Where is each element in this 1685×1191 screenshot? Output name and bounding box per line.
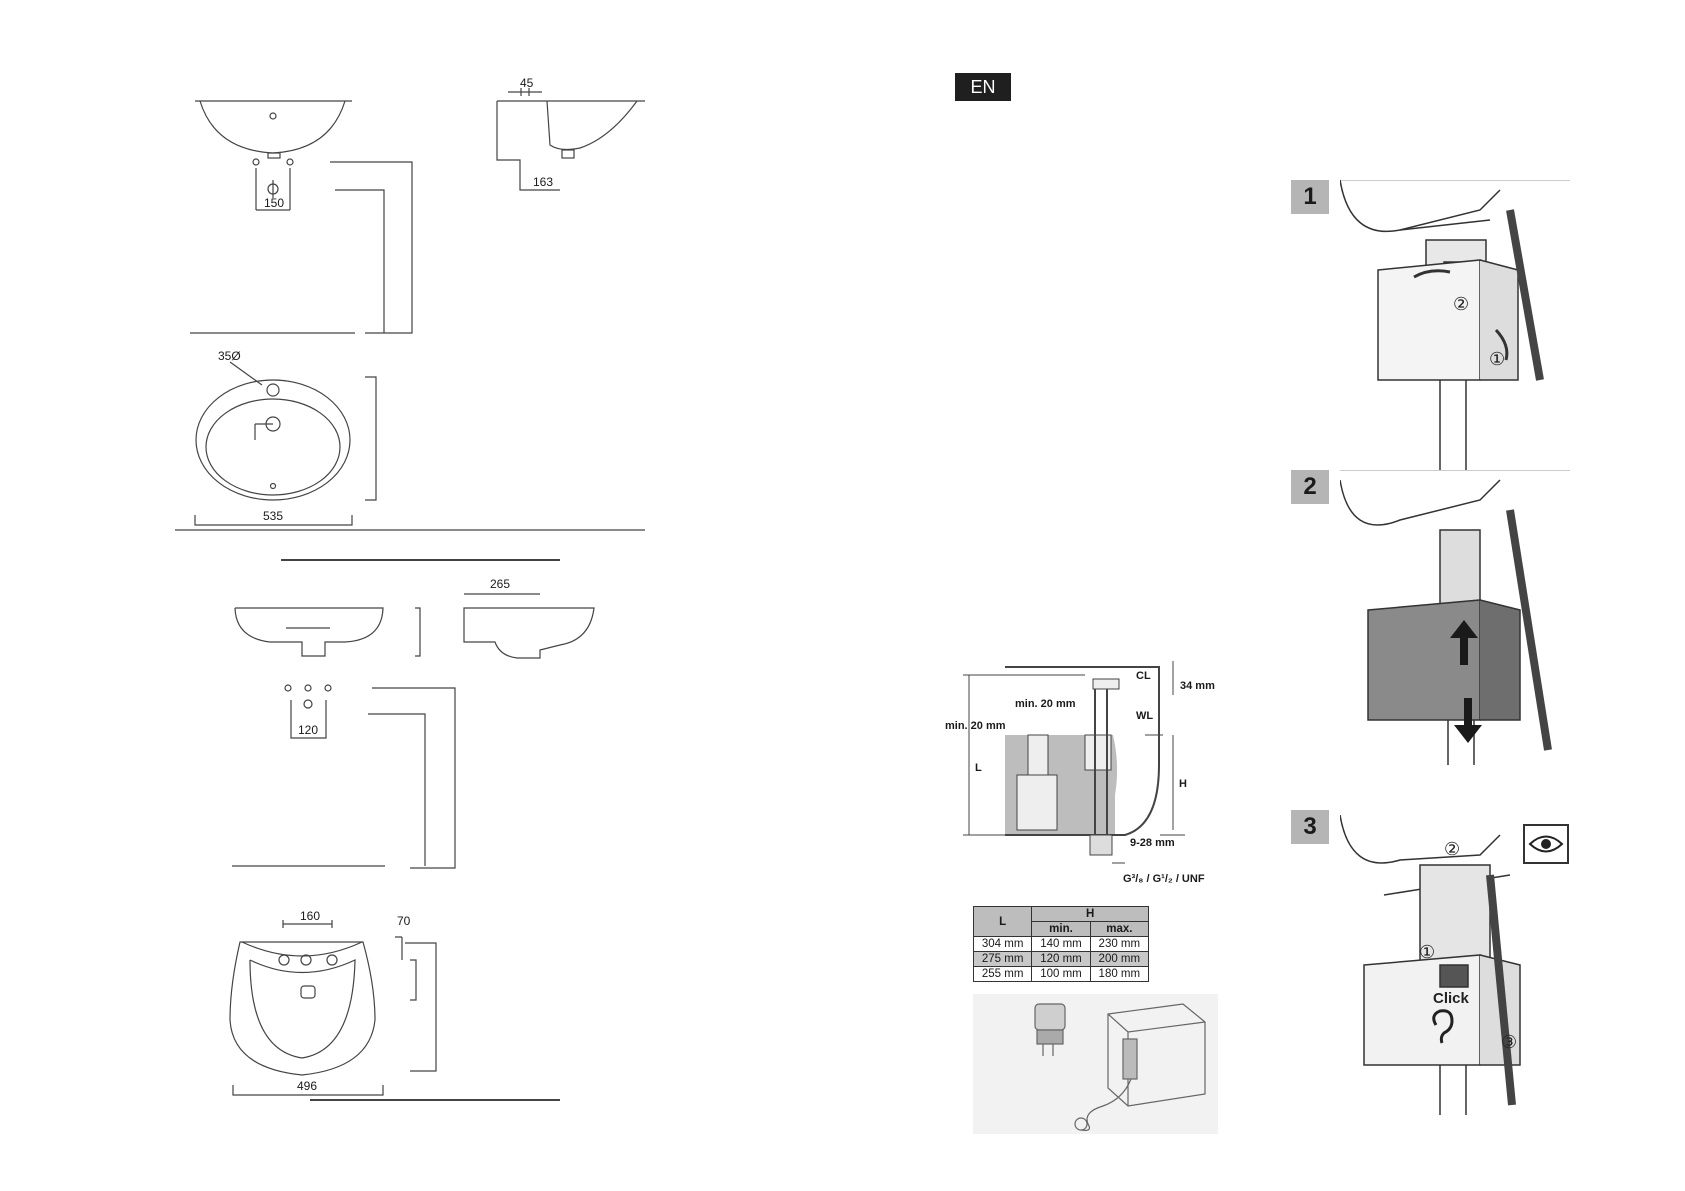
step-3-callout-3: ③ bbox=[1501, 1032, 1517, 1052]
label-min-20-left: min. 20 mm bbox=[945, 720, 1006, 732]
col-l-header: L bbox=[974, 907, 1032, 937]
dim-overflow-offset: 45 bbox=[520, 76, 534, 90]
cistern-perspective-illustration bbox=[973, 994, 1218, 1134]
oval-basin-front-view bbox=[190, 101, 412, 333]
step-3-callout-2: ② bbox=[1444, 839, 1460, 859]
oval-basin-plan-view bbox=[175, 362, 645, 530]
table-row: 275 mm 120 mm 200 mm bbox=[974, 952, 1149, 967]
col-min-header: min. bbox=[1032, 922, 1090, 937]
dim-oval-width: 535 bbox=[263, 509, 283, 523]
dim-tap-spread: 160 bbox=[300, 909, 320, 923]
step-2-badge: 2 bbox=[1291, 470, 1329, 504]
label-min-20-upper: min. 20 mm bbox=[1015, 698, 1076, 710]
semi-pedestal-basin-drawings bbox=[230, 560, 594, 1100]
table-row: 255 mm 100 mm 180 mm bbox=[974, 967, 1149, 982]
dim-tap-spacing-2: 120 bbox=[298, 723, 318, 737]
label-h: H bbox=[1179, 778, 1187, 790]
dim-tap-offset: 70 bbox=[397, 914, 411, 928]
label-cl: CL bbox=[1136, 670, 1151, 682]
dim-semi-width: 496 bbox=[297, 1079, 317, 1093]
label-top-gap: 34 mm bbox=[1180, 680, 1215, 692]
label-bottom-range: 9-28 mm bbox=[1130, 837, 1175, 849]
dim-tap-spacing: 150 bbox=[264, 196, 284, 210]
step-1-illustration: ② ① bbox=[1340, 180, 1570, 470]
label-l: L bbox=[975, 762, 982, 774]
col-max-header: max. bbox=[1090, 922, 1148, 937]
step-3-badge: 3 bbox=[1291, 810, 1329, 844]
table-row: 304 mm 140 mm 230 mm bbox=[974, 937, 1149, 952]
dim-side-depth: 163 bbox=[533, 175, 553, 189]
dim-basin-depth: 265 bbox=[490, 577, 510, 591]
label-wl: WL bbox=[1136, 710, 1153, 722]
col-h-header: H bbox=[1032, 907, 1149, 922]
basin-drawings: 45 163 150 35Ø 535 265 120 160 70 496 bbox=[0, 0, 842, 1191]
step-3-callout-1: ① bbox=[1419, 942, 1435, 962]
step-1-badge: 1 bbox=[1291, 180, 1329, 214]
step-1-callout-1: ① bbox=[1489, 349, 1505, 369]
label-thread: G³/₈ / G¹/₂ / UNF bbox=[1123, 873, 1205, 885]
oval-basin-side-view bbox=[497, 88, 645, 190]
step-3-illustration: ② ① ③ Click bbox=[1340, 815, 1570, 1115]
step-1-callout-2: ② bbox=[1453, 294, 1469, 314]
click-label: Click bbox=[1433, 990, 1470, 1007]
language-badge: EN bbox=[955, 73, 1011, 101]
spec-table: L H min. max. 304 mm 140 mm 230 mm 275 m… bbox=[973, 906, 1149, 982]
step-2-illustration bbox=[1340, 470, 1570, 765]
cistern-diagram: CL WL 34 mm min. 20 mm min. 20 mm L H 9-… bbox=[945, 655, 1225, 885]
dim-tap-hole: 35Ø bbox=[218, 349, 241, 363]
